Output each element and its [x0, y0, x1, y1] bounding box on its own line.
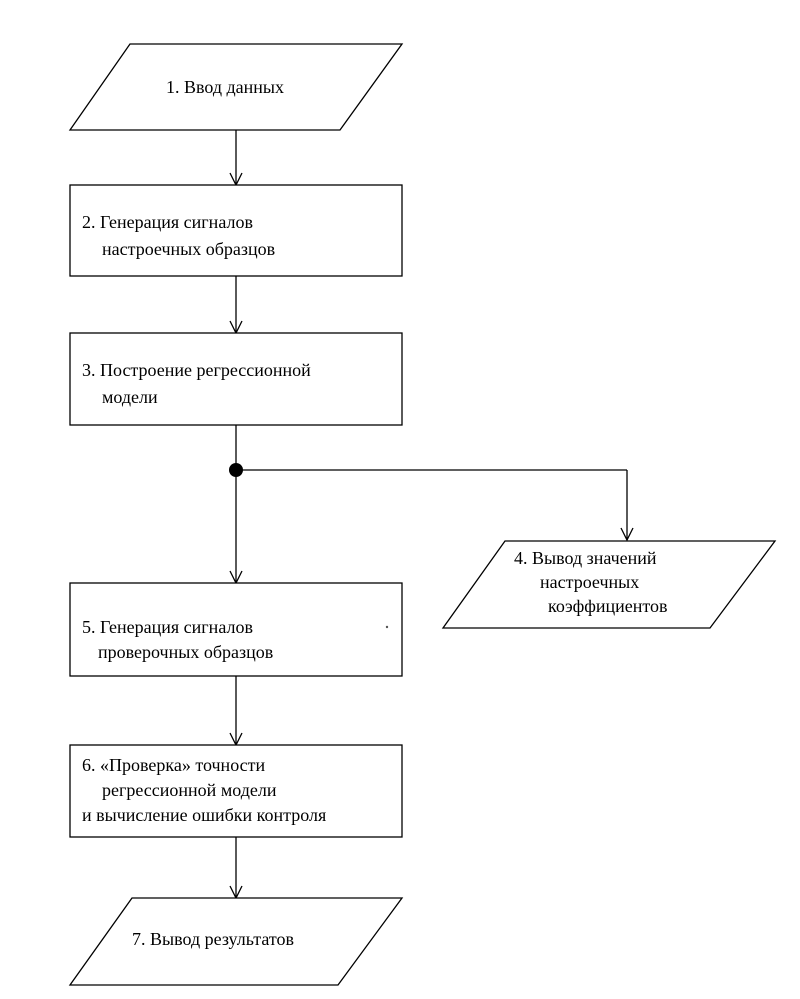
node-4-line-2: настроечных: [540, 572, 639, 592]
edge-5-to-6: [229, 676, 243, 747]
node-2-line-1: 2. Генерация сигналов: [82, 212, 253, 232]
edge-2-to-3: [229, 276, 243, 335]
node-1-line-1: 1. Ввод данных: [166, 77, 284, 97]
node-7-shape: [68, 897, 404, 986]
node-5-line-1: 5. Генерация сигналов: [82, 617, 253, 637]
edge-1-to-2: [229, 130, 243, 187]
edge-junction-to-4: [236, 469, 634, 542]
edge-junction-to-5: [229, 470, 243, 585]
node-3-build-regression-model: 3. Построение регрессионной модели: [69, 332, 403, 426]
node-3-line-1: 3. Построение регрессионной: [82, 360, 311, 380]
node-4-shape: [441, 540, 777, 629]
node-1-shape: [68, 43, 404, 131]
node-2-shape: [69, 184, 403, 277]
node-4-output-tuning-coefficients: 4. Вывод значений настроечных коэффициен…: [441, 540, 777, 629]
node-4-line-3: коэффициентов: [548, 596, 668, 616]
arrow-head: [620, 527, 634, 542]
node-6-check-model-accuracy: 6. «Проверка» точности регрессионной мод…: [69, 744, 403, 838]
node-3-shape: [69, 332, 403, 426]
node-2-line-2: настроечных образцов: [102, 239, 275, 259]
node-6-line-2: регрессионной модели: [102, 780, 277, 800]
edge-6-to-7: [229, 837, 243, 900]
node-4-line-1: 4. Вывод значений: [514, 548, 657, 568]
node-7-output-results: 7. Вывод результатов: [68, 897, 404, 986]
node-5-shape: [69, 582, 403, 677]
node-6-line-1: 6. «Проверка» точности: [82, 755, 265, 775]
node-6-shape: [69, 744, 403, 838]
node-1-input-data: 1. Ввод данных: [68, 43, 404, 131]
node-6-line-3: и вычисление ошибки контроля: [82, 805, 326, 825]
scan-speck: [385, 625, 389, 629]
node-5-generate-test-signals: 5. Генерация сигналов проверочных образц…: [69, 582, 403, 677]
node-2-generate-tuning-signals: 2. Генерация сигналов настроечных образц…: [69, 184, 403, 277]
node-7-line-1: 7. Вывод результатов: [132, 929, 294, 949]
node-5-line-2: проверочных образцов: [98, 642, 273, 662]
node-3-line-2: модели: [102, 387, 158, 407]
